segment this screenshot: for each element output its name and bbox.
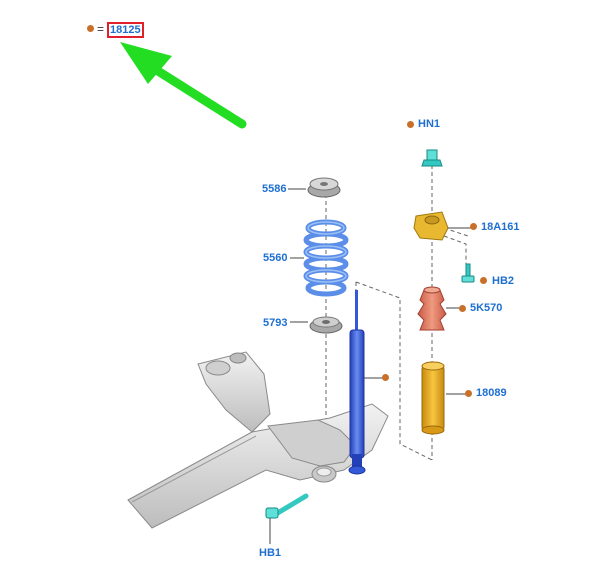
callout-dot-icon xyxy=(465,390,472,397)
dust-boot[interactable] xyxy=(421,361,445,435)
shock-absorber[interactable] xyxy=(348,290,366,475)
spring-lower-seat[interactable] xyxy=(309,316,343,334)
bolt-hb1[interactable] xyxy=(265,493,309,519)
legend-dot-icon xyxy=(87,25,94,32)
legend-equals: = xyxy=(97,22,105,36)
callout-hn1[interactable]: HN1 xyxy=(418,118,441,130)
nut-hn1[interactable] xyxy=(421,149,443,167)
callout-hb1[interactable]: HB1 xyxy=(259,547,282,559)
bump-stop[interactable] xyxy=(417,286,447,331)
callout-dot-icon xyxy=(459,305,466,312)
coil-spring-highlight xyxy=(305,221,347,283)
callout-5586[interactable]: 5586 xyxy=(262,183,287,195)
callout-hb2[interactable]: HB2 xyxy=(492,275,515,287)
callout-dot-icon xyxy=(470,223,477,230)
callout-5560[interactable]: 5560 xyxy=(263,252,288,264)
callout-5k570[interactable]: 5K570 xyxy=(470,302,503,314)
callout-dot-icon xyxy=(407,121,414,128)
callout-dot-icon xyxy=(382,374,389,381)
callout-dot-icon xyxy=(480,277,487,284)
spring-upper-seat[interactable] xyxy=(307,177,341,198)
bolt-hb2[interactable] xyxy=(461,263,475,283)
callout-18a161[interactable]: 18A161 xyxy=(481,221,520,233)
rear-axle-beam xyxy=(127,351,389,529)
callout-5793[interactable]: 5793 xyxy=(263,317,288,329)
callout-18089[interactable]: 18089 xyxy=(476,387,507,399)
callout-leaders xyxy=(269,188,474,544)
legend-part-number[interactable]: 18125 xyxy=(107,22,144,38)
upper-mount-bracket[interactable] xyxy=(413,211,449,241)
pointer-arrow-icon xyxy=(120,42,247,129)
